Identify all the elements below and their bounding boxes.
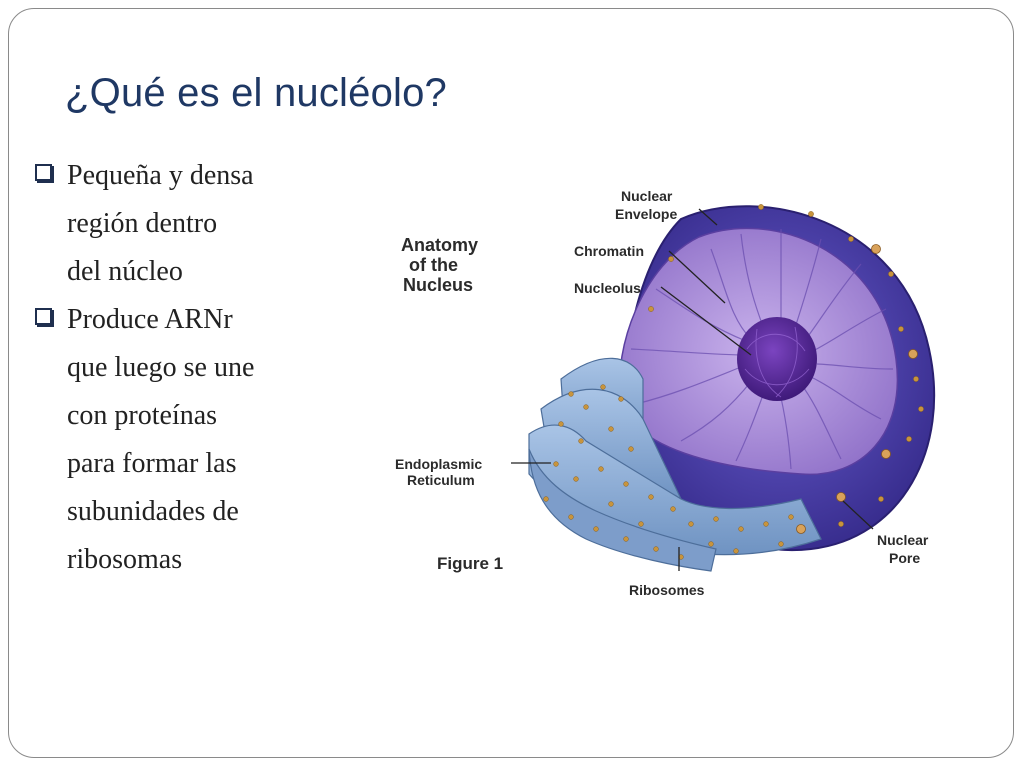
slide: ¿Qué es el nucléolo? Pequeña y densa reg… [8,8,1014,758]
slide-title: ¿Qué es el nucléolo? [65,71,448,115]
label-endoplasmic-reticulum: Reticulum [407,472,475,488]
bullet-line: Produce ARNr [67,304,233,335]
figure-heading-line: of the [409,255,458,275]
bullet-list: Pequeña y densa región dentro del núcleo… [31,152,361,584]
bullet-line: para formar las [67,448,237,479]
checkbox-bullet-icon [35,308,52,325]
nucleus-anatomy-figure: Anatomy of the Nucleus Nuclear Envelope … [395,188,936,598]
bullet-line: con proteínas [67,400,218,431]
figure-heading-line: Nucleus [403,275,473,295]
bullet-line: región dentro [67,208,218,239]
label-nuclear-pore: Nuclear [877,532,929,548]
bullet-line: del núcleo [67,256,183,287]
figure-caption: Figure 1 [437,554,503,573]
bullet-line: Pequeña y densa [67,160,254,191]
leader-lines [511,208,874,571]
bullet-line: ribosomas [67,544,183,575]
bullet-line: subunidades de [67,496,239,527]
nuclear-pore-marks [796,244,918,534]
figure-heading-line: Anatomy [401,235,478,255]
figure-heading: Anatomy of the Nucleus [401,235,478,295]
label-endoplasmic-reticulum: Endoplasmic [395,456,482,472]
bullet-item: Pequeña y densa región dentro del núcleo [31,152,361,296]
label-nucleolus: Nucleolus [574,280,641,296]
label-nuclear-envelope: Nuclear [621,188,673,204]
checkbox-bullet-icon [35,164,52,181]
ribosome-dots [543,204,924,560]
endoplasmic-reticulum-shape [528,357,822,572]
bullet-item: Produce ARNr que luego se une con proteí… [31,296,361,584]
nucleolus-shape [737,317,817,401]
label-ribosomes: Ribosomes [629,582,705,598]
label-nuclear-envelope: Envelope [615,206,677,222]
label-nuclear-pore: Pore [889,550,920,566]
bullet-line: que luego se une [67,352,255,383]
label-chromatin: Chromatin [574,243,644,259]
